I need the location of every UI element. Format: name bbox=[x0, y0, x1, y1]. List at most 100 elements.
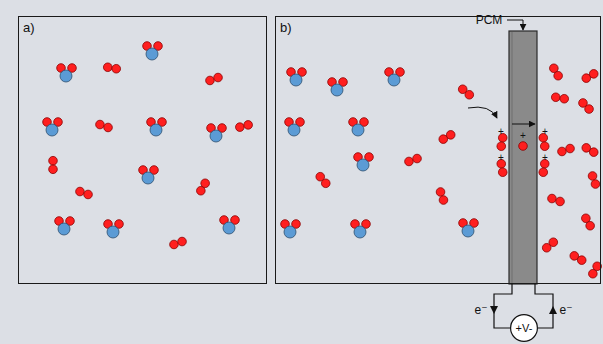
atom bbox=[290, 74, 302, 86]
panel-label: b) bbox=[280, 20, 292, 35]
atom bbox=[413, 154, 422, 163]
o2-molecule bbox=[550, 64, 563, 80]
atom bbox=[210, 130, 222, 142]
atom bbox=[588, 172, 597, 181]
panel-label: a) bbox=[23, 20, 35, 35]
atom bbox=[76, 187, 85, 196]
o2-molecule bbox=[570, 252, 586, 265]
co2-molecule bbox=[57, 64, 77, 82]
atom bbox=[560, 94, 569, 103]
atom bbox=[112, 64, 121, 73]
atom bbox=[60, 70, 72, 82]
atom bbox=[439, 196, 448, 205]
electron-arrow bbox=[490, 306, 498, 314]
atom bbox=[223, 222, 235, 234]
o2-molecule bbox=[588, 172, 600, 189]
o2-molecule bbox=[76, 187, 93, 199]
o2-molecule bbox=[170, 237, 187, 249]
co2-molecule bbox=[287, 68, 307, 86]
leader-line bbox=[507, 20, 523, 30]
atom bbox=[405, 157, 414, 166]
o2-molecule bbox=[206, 73, 223, 85]
atom bbox=[107, 226, 119, 238]
atom bbox=[170, 240, 179, 249]
membrane-edge bbox=[512, 32, 513, 283]
component-label: PCM bbox=[476, 14, 503, 26]
atom bbox=[589, 70, 598, 79]
co2-molecule bbox=[285, 118, 305, 136]
charge-sign: + bbox=[498, 127, 504, 137]
atom bbox=[388, 74, 400, 86]
o2-molecule bbox=[558, 144, 575, 156]
electron-label: e⁻ bbox=[559, 304, 572, 316]
atom bbox=[586, 221, 595, 230]
wire bbox=[535, 284, 553, 328]
atom bbox=[498, 168, 507, 177]
atom bbox=[539, 168, 548, 177]
o2-molecule bbox=[436, 188, 448, 205]
o2-molecule bbox=[96, 120, 113, 132]
panel-box: a) bbox=[18, 16, 267, 284]
o2-molecule bbox=[551, 93, 568, 103]
atom bbox=[84, 190, 93, 199]
co2-molecule bbox=[143, 42, 163, 60]
o2-molecule bbox=[542, 238, 557, 252]
charge-sign: + bbox=[520, 131, 526, 141]
o2-molecule bbox=[582, 144, 598, 157]
co2-molecule bbox=[281, 220, 301, 238]
source-label: +V- bbox=[516, 322, 533, 334]
co2-molecule bbox=[328, 78, 348, 96]
atom bbox=[566, 144, 575, 153]
atom bbox=[465, 90, 474, 99]
atom bbox=[462, 225, 474, 237]
atom bbox=[236, 123, 245, 132]
co2-molecule bbox=[104, 220, 124, 238]
charge-sign: + bbox=[542, 127, 548, 137]
charge-sign: + bbox=[542, 153, 548, 163]
co2-molecule bbox=[354, 153, 374, 171]
atom bbox=[49, 165, 58, 174]
co2-molecule bbox=[351, 220, 371, 238]
atom bbox=[548, 194, 557, 203]
co2-molecule bbox=[349, 118, 369, 136]
electron-label: e⁻ bbox=[474, 304, 487, 316]
atom bbox=[551, 93, 560, 102]
o2-molecule bbox=[236, 121, 253, 132]
atom bbox=[591, 180, 600, 189]
atom bbox=[558, 147, 567, 156]
atom bbox=[206, 76, 215, 85]
atom bbox=[554, 71, 563, 80]
atom bbox=[178, 237, 187, 246]
o2-molecule bbox=[582, 70, 598, 83]
atom bbox=[103, 63, 112, 72]
atom bbox=[331, 84, 343, 96]
atom bbox=[214, 73, 223, 82]
o2-molecule bbox=[439, 131, 455, 144]
co2-molecule bbox=[385, 68, 405, 86]
o2-molecule bbox=[458, 85, 473, 99]
o2-molecule bbox=[579, 99, 594, 114]
atom bbox=[540, 142, 549, 151]
electron-arrow bbox=[549, 306, 557, 314]
atom bbox=[321, 179, 330, 188]
atom bbox=[284, 226, 296, 238]
atom bbox=[146, 48, 158, 60]
atom bbox=[46, 124, 58, 136]
atom bbox=[556, 197, 565, 206]
o2-molecule bbox=[548, 194, 565, 206]
o2-molecule bbox=[582, 214, 595, 230]
co2-molecule bbox=[43, 118, 63, 136]
atom bbox=[244, 121, 253, 130]
molecules bbox=[43, 42, 602, 278]
o2-molecule bbox=[589, 262, 602, 278]
source-outline bbox=[511, 315, 538, 342]
atom bbox=[577, 256, 586, 265]
atom bbox=[585, 105, 594, 114]
co2-molecule bbox=[459, 219, 479, 237]
atom bbox=[446, 131, 455, 140]
atom bbox=[96, 120, 105, 129]
atom bbox=[589, 148, 598, 157]
atom bbox=[519, 142, 528, 151]
